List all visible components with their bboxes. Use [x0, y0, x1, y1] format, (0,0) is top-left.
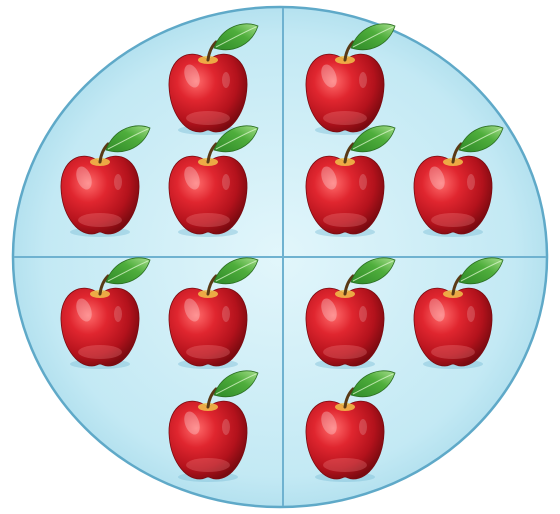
- plate: [13, 7, 547, 507]
